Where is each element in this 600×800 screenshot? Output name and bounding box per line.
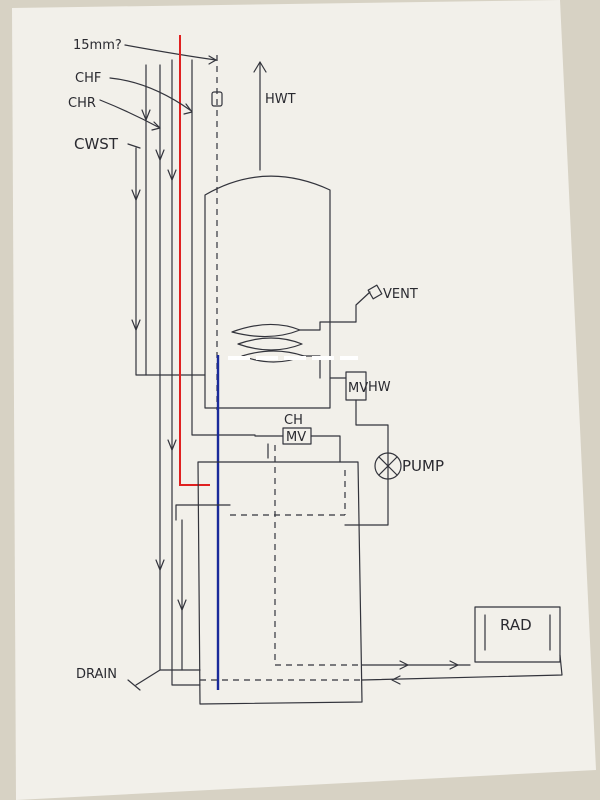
vent-line bbox=[355, 284, 383, 323]
label-chr: CHR bbox=[68, 96, 96, 111]
paper-sheet bbox=[12, 0, 596, 800]
pump-icon bbox=[374, 452, 402, 480]
red-pipe bbox=[179, 35, 210, 486]
hwt-pipe bbox=[253, 61, 267, 171]
label-ch-mv: MV bbox=[286, 430, 306, 445]
chf-pointer bbox=[109, 77, 191, 111]
radiator bbox=[474, 606, 561, 663]
label-15mm: 15mm? bbox=[73, 38, 122, 53]
cwst-pointer bbox=[127, 143, 141, 149]
control-loop bbox=[254, 371, 402, 526]
label-chf: CHF bbox=[75, 71, 101, 86]
radiator-loop bbox=[361, 606, 563, 685]
label-cwst: CWST bbox=[74, 135, 119, 153]
label-rad: RAD bbox=[500, 616, 532, 634]
valve-fitting-icon bbox=[211, 91, 223, 107]
label-pump: PUMP bbox=[402, 457, 444, 475]
label-hw: HW bbox=[368, 380, 391, 395]
chr-pointer bbox=[99, 99, 161, 129]
label-hwt: HWT bbox=[265, 92, 296, 107]
label-hw-mv: MV bbox=[348, 381, 368, 396]
hot-water-cylinder bbox=[204, 175, 331, 409]
label-drain: DRAIN bbox=[76, 667, 117, 682]
vent-pipe-15mm bbox=[124, 44, 223, 410]
label-vent: VENT bbox=[383, 287, 418, 302]
drain-valve bbox=[127, 669, 161, 691]
label-ch: CH bbox=[284, 413, 303, 428]
boiler-tank bbox=[175, 445, 363, 705]
